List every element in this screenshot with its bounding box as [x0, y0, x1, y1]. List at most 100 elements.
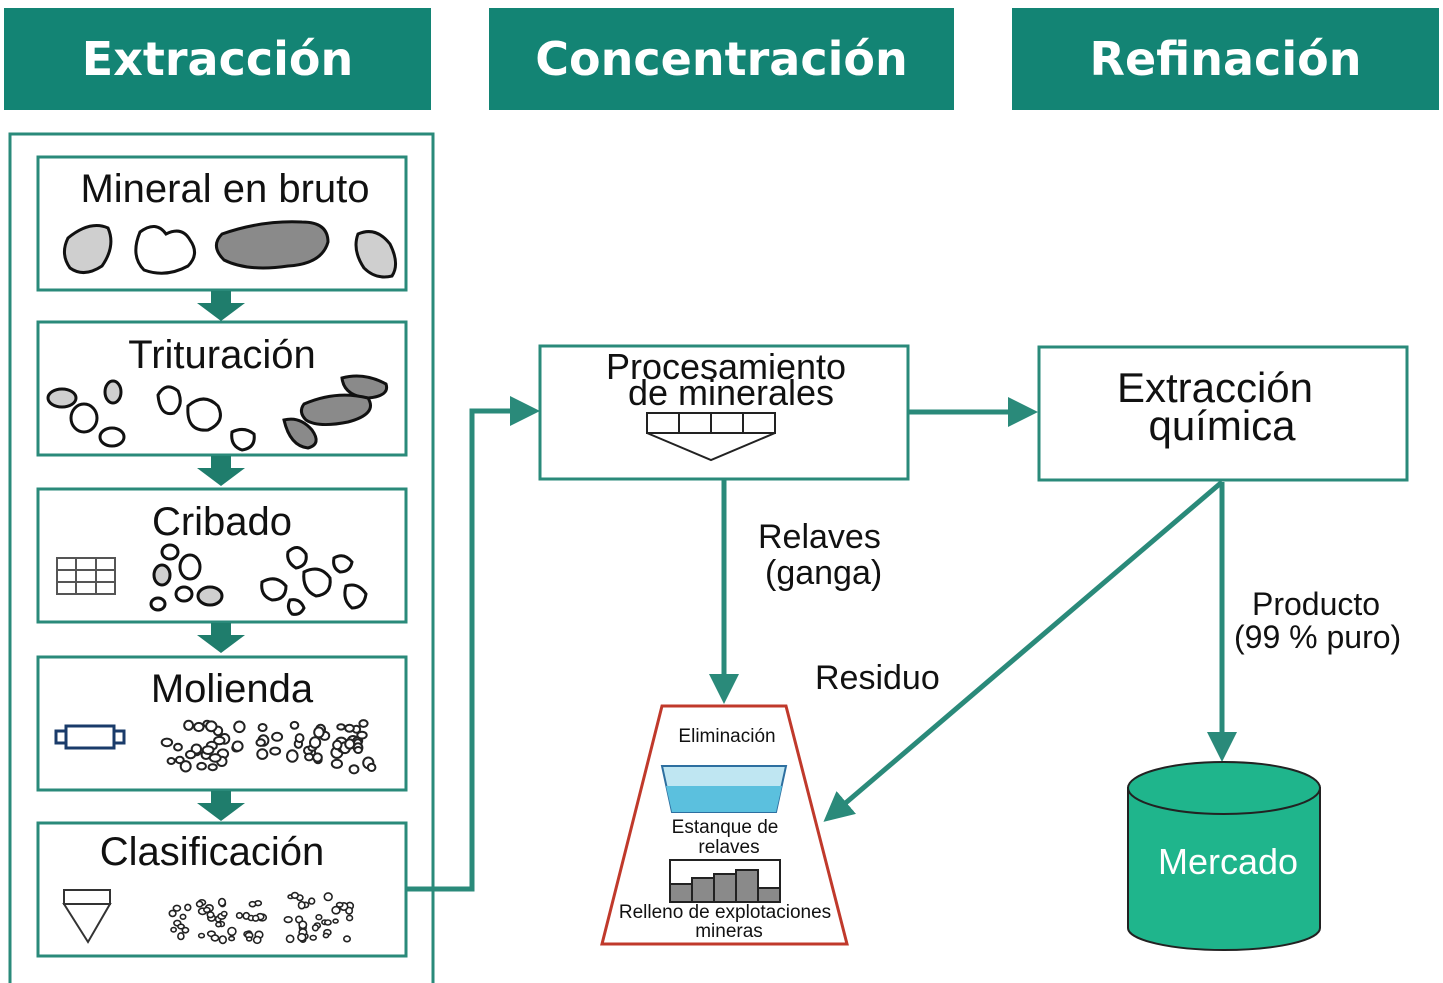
ore-particle [315, 913, 323, 921]
ore-particle [309, 736, 322, 749]
ore-particle [252, 935, 262, 945]
ground-ore-icon [160, 719, 377, 775]
ore-particle [322, 932, 330, 939]
ore-particle [332, 739, 343, 751]
ore-particle [206, 911, 215, 919]
ore-particle [312, 752, 323, 763]
ore-particle [160, 737, 174, 748]
ore-particle [218, 935, 228, 945]
ore-particle [304, 752, 315, 762]
chemical-extraction-box [1037, 345, 1409, 482]
ore-particle [196, 761, 207, 771]
ore-particle [356, 730, 368, 740]
ore-particle [252, 914, 260, 922]
ore-particle [255, 738, 266, 747]
market-cylinder-icon [1127, 761, 1321, 951]
ore-particle [313, 726, 325, 739]
screen-grid-icon [56, 557, 116, 595]
ore-particle [330, 758, 343, 769]
tailings-label-line1: Relaves [758, 518, 881, 556]
ore-particle [248, 900, 257, 908]
ore-particle [297, 900, 306, 910]
ore-particle [177, 932, 185, 941]
ore-particle [348, 764, 360, 775]
ore-particle [233, 720, 246, 734]
ore-particle [344, 723, 355, 733]
ore-particle [283, 915, 293, 924]
header-concentration: Concentración [489, 8, 954, 110]
ore-particle [173, 742, 183, 752]
chemical-title-line1: Extracción [1117, 364, 1313, 411]
ore-particle [227, 926, 237, 937]
ore-particle [297, 932, 307, 942]
flow-arrow-residue [823, 480, 1224, 822]
ore-particle [184, 903, 192, 912]
ore-particle [256, 748, 269, 760]
ore-particle [231, 740, 244, 752]
ore-particle [323, 919, 332, 926]
ore-particle [210, 934, 220, 942]
ore-particle [269, 746, 282, 756]
ore-particle [245, 936, 253, 942]
processing-funnel-icon [646, 412, 776, 462]
ore-particle [332, 918, 339, 924]
chemical-title-line2: química [1148, 402, 1296, 449]
processing-title-line2: de minerales [628, 372, 834, 413]
tailings-pond-icon [660, 765, 788, 813]
crushed-ore-icon [46, 374, 389, 452]
step-title-screening: Cribado [152, 500, 292, 544]
ore-particle [257, 723, 268, 732]
ore-particle [179, 760, 192, 773]
backfill-label-line1: Relleno de explotaciones [619, 902, 831, 923]
mine-backfill-icon [669, 859, 781, 903]
step-title-classification: Clasificación [100, 830, 325, 874]
ore-particle [342, 935, 351, 943]
ore-particle [201, 745, 215, 755]
ore-particle [228, 935, 236, 942]
ore-particle [294, 733, 305, 744]
classified-ore-icon [168, 891, 355, 945]
step-title-raw-ore: Mineral en bruto [80, 167, 369, 211]
ore-particle [172, 904, 182, 912]
ore-particle [366, 762, 377, 773]
product-label-line1: Producto [1252, 586, 1380, 622]
ore-particle [323, 892, 333, 902]
ore-particle [345, 914, 354, 922]
product-label-line2: (99 % puro) [1234, 619, 1401, 655]
classifier-cone-icon [62, 889, 112, 944]
step-title-crushing: Trituración [128, 333, 315, 377]
ore-particle [181, 926, 190, 934]
ore-particle [220, 910, 228, 917]
grinding-mill-icon [54, 724, 126, 750]
processing-title-line1: Procesamiento [606, 346, 846, 387]
ore-particle [179, 913, 187, 920]
ore-particle [205, 720, 218, 733]
raw-ore-rocks-icon [63, 220, 397, 279]
residue-label: Residuo [815, 659, 940, 697]
ore-particle [286, 749, 299, 763]
ore-particle [271, 731, 284, 742]
ore-particle [308, 897, 316, 905]
down-arrow-icon [197, 291, 245, 321]
ore-particle [174, 755, 185, 765]
ore-particle [335, 901, 344, 908]
ore-particle [170, 926, 177, 933]
pond-label-line2: relaves [698, 837, 759, 858]
ore-particle [358, 719, 369, 728]
pond-label-line1: Estanque de [672, 817, 779, 838]
header-extraction: Extracción [4, 8, 431, 110]
tailings-label-line2: (ganga) [765, 554, 882, 592]
backfill-label-line2: mineras [695, 921, 763, 942]
ore-particle [289, 720, 300, 730]
ore-particle [298, 920, 308, 930]
ore-particle [208, 753, 222, 763]
ore-particle [166, 757, 176, 765]
ore-particle [202, 906, 211, 914]
ore-particle [193, 721, 205, 733]
down-arrow-icon [197, 791, 245, 821]
extraction-container [8, 132, 435, 983]
ore-particle [177, 923, 185, 930]
flow-arrow-to-processing [406, 396, 540, 892]
ore-particle [336, 723, 346, 731]
